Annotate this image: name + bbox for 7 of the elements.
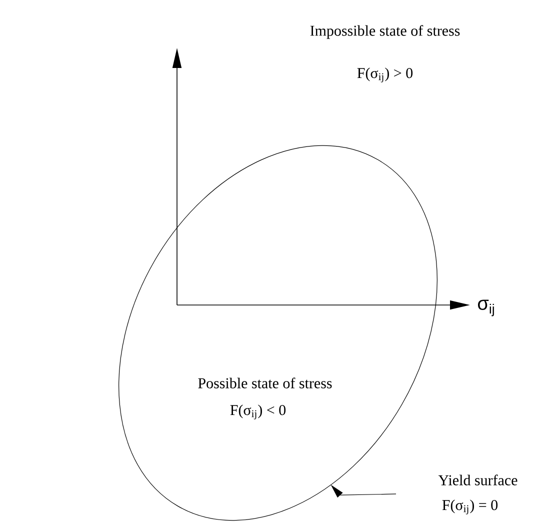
region-label: F(σ$_{ij}$) < 0 (230, 404, 286, 420)
region-label: F(σ$_{ij}$) = 0 (442, 500, 498, 514)
region-label: Possible state of stress (198, 378, 332, 388)
axis-label: σ$_{ij}$ (478, 300, 494, 316)
region-label: F(σ$_{ij}$) > 0 (357, 68, 413, 82)
region-label: Impossible state of stress (310, 25, 460, 39)
region-label: Yield surface (438, 474, 518, 486)
